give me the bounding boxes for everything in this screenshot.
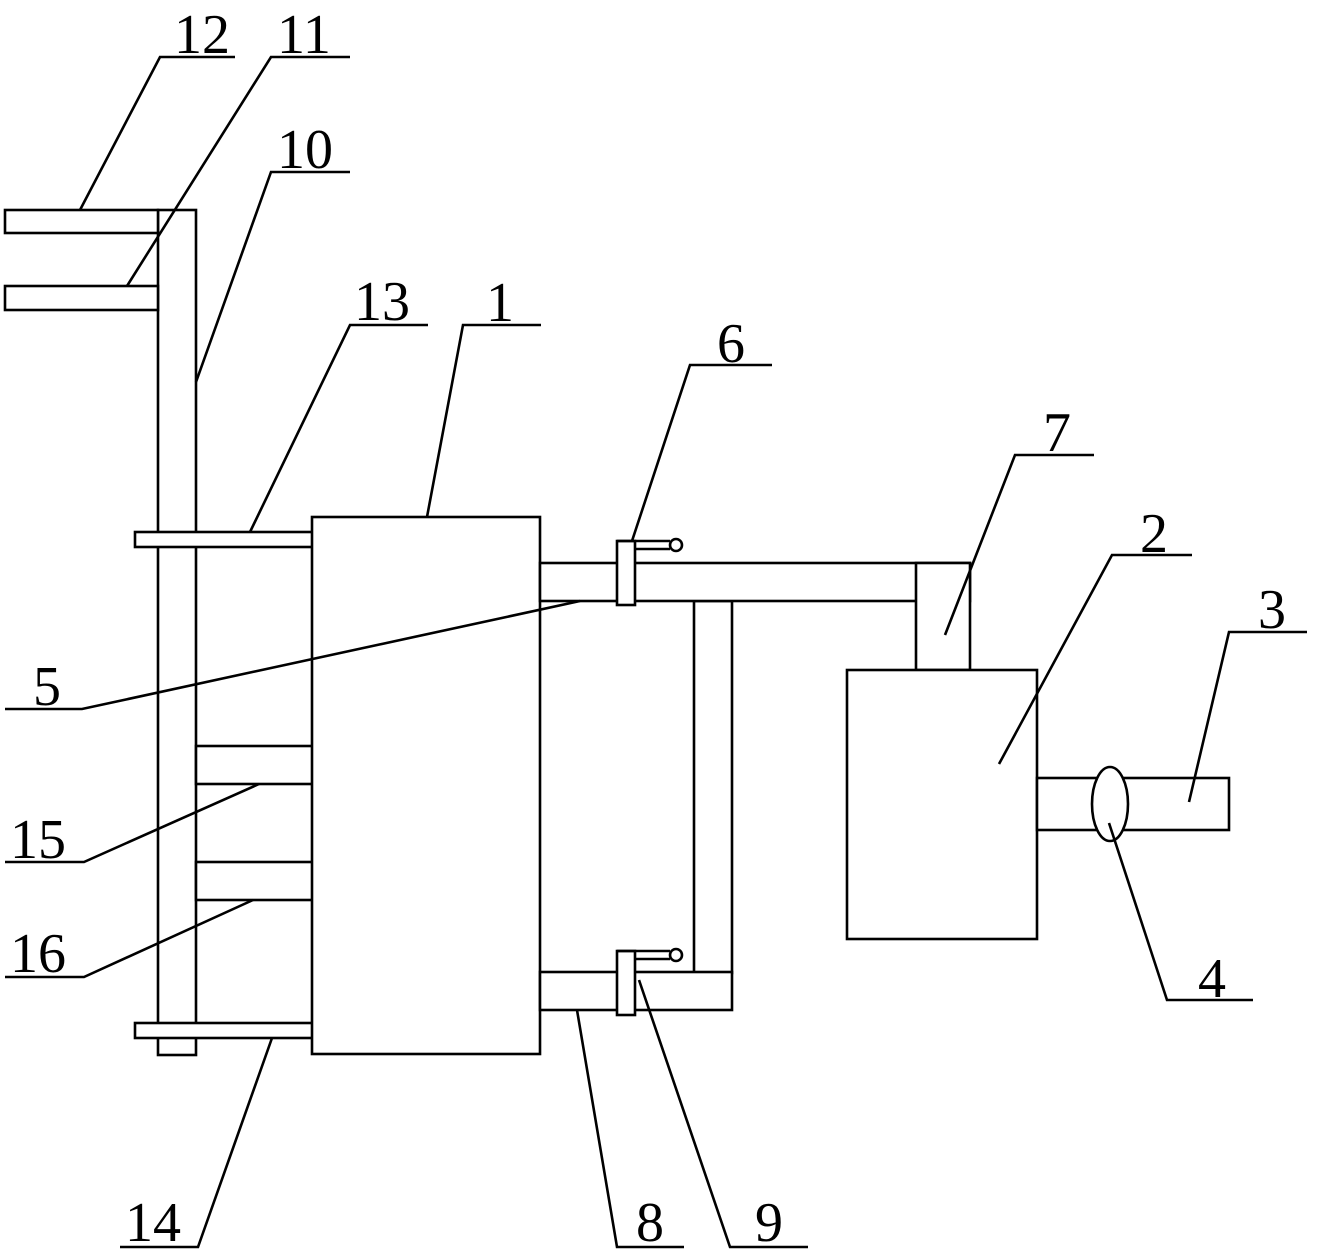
leader-7 bbox=[943, 453, 1094, 636]
ring-4 bbox=[1090, 765, 1130, 843]
label-7: 7 bbox=[1043, 402, 1071, 464]
vertical-frame bbox=[156, 208, 198, 1057]
label-15: 15 bbox=[10, 809, 66, 871]
leader-4 bbox=[1107, 822, 1253, 1002]
label-4: 4 bbox=[1198, 948, 1226, 1010]
leader-15 bbox=[5, 782, 260, 864]
label-2: 2 bbox=[1140, 503, 1168, 565]
label-9: 9 bbox=[755, 1192, 783, 1254]
leader-2 bbox=[997, 553, 1192, 765]
leader-3 bbox=[1187, 630, 1307, 803]
leader-11 bbox=[125, 55, 350, 287]
label-6: 6 bbox=[717, 313, 745, 375]
box-2 bbox=[845, 668, 1039, 941]
leader-13 bbox=[248, 323, 428, 533]
label-8: 8 bbox=[636, 1192, 664, 1254]
connector-16 bbox=[194, 860, 315, 902]
clamp-bar-top bbox=[133, 530, 315, 549]
leader-5 bbox=[5, 599, 581, 711]
valve-6-body bbox=[615, 539, 637, 607]
pipe-7 bbox=[914, 561, 972, 672]
valve-6-knob bbox=[668, 537, 684, 553]
vertical-return-pipe bbox=[692, 599, 734, 975]
label-12: 12 bbox=[174, 4, 230, 66]
label-10: 10 bbox=[277, 119, 333, 181]
leader-14 bbox=[120, 1037, 274, 1249]
label-11: 11 bbox=[277, 4, 331, 66]
leader-1 bbox=[425, 323, 541, 518]
connector-15 bbox=[194, 744, 315, 786]
leader-8 bbox=[575, 1009, 684, 1249]
label-1: 1 bbox=[486, 272, 514, 334]
leader-9 bbox=[637, 979, 808, 1249]
clamp-bar-bottom bbox=[133, 1021, 315, 1040]
arm-lower bbox=[3, 284, 160, 312]
label-5: 5 bbox=[33, 656, 61, 718]
label-13: 13 bbox=[354, 271, 410, 333]
leader-12 bbox=[78, 55, 235, 211]
label-16: 16 bbox=[10, 923, 66, 985]
valve-9-knob bbox=[668, 947, 684, 963]
label-3: 3 bbox=[1258, 579, 1286, 641]
leader-16 bbox=[5, 898, 254, 979]
main-body bbox=[310, 515, 542, 1056]
leader-10 bbox=[194, 170, 350, 383]
outlet-pipe bbox=[1035, 776, 1231, 832]
leader-6 bbox=[630, 363, 772, 542]
leader-lines bbox=[5, 55, 1307, 1249]
upper-pipe bbox=[538, 561, 972, 603]
arm-upper bbox=[3, 208, 160, 235]
valve-9-body bbox=[615, 949, 637, 1017]
label-14: 14 bbox=[125, 1192, 181, 1254]
